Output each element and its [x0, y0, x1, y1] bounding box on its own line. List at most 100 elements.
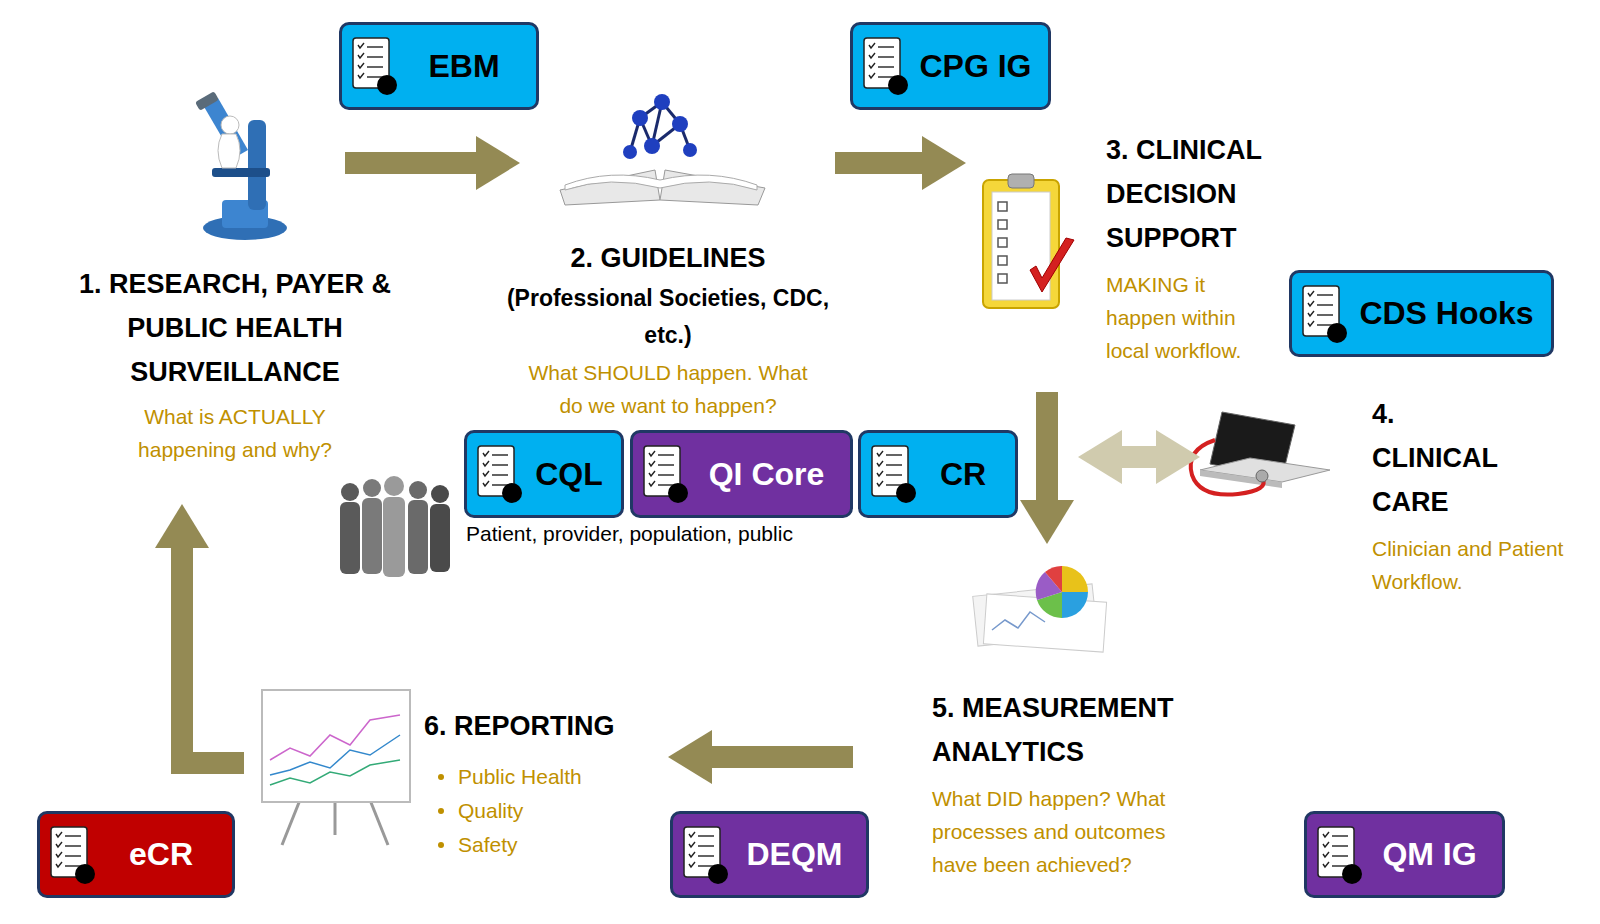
- standard-badge: CR: [858, 430, 1018, 518]
- standard-badge: CQL: [464, 430, 624, 518]
- standard-badge: eCR: [37, 811, 235, 898]
- art-rect: [1008, 174, 1034, 188]
- bullet-item: Public Health: [424, 760, 644, 794]
- standard-badge: CPG IG: [850, 22, 1051, 110]
- art-line: [492, 454, 508, 455]
- art-path: [218, 134, 240, 168]
- art-polyline: [992, 612, 1045, 630]
- art-path: [689, 852, 695, 857]
- art-path: [1062, 592, 1088, 618]
- art-path: [689, 842, 695, 847]
- flow-arrow: [1036, 392, 1058, 500]
- art-line: [1332, 855, 1348, 856]
- art-line: [367, 66, 383, 67]
- bullet-item: Safety: [424, 828, 644, 862]
- art-path: [483, 481, 489, 486]
- bullet-item: Quality: [424, 794, 644, 828]
- art-line: [658, 454, 674, 455]
- art-line: [878, 66, 894, 67]
- art-rect: [983, 180, 1059, 308]
- art-path: [1308, 291, 1314, 296]
- art-path: [1323, 862, 1329, 867]
- art-circle: [431, 485, 449, 503]
- stage-heading: 1. RESEARCH, PAYER & PUBLIC HEALTH SURVE…: [40, 262, 430, 394]
- art-g: [623, 94, 697, 159]
- art-circle: [341, 483, 359, 501]
- badge-label: CPG IG: [919, 48, 1031, 85]
- art-circle: [1256, 470, 1268, 482]
- flow-arrow: [345, 152, 476, 174]
- art-path: [1323, 832, 1329, 837]
- art-path: [877, 471, 883, 476]
- art-path: [483, 461, 489, 466]
- stage-block: 4. CLINICAL CAREClinician and Patient Wo…: [1372, 392, 1587, 598]
- art-line: [492, 464, 508, 465]
- art-circle: [363, 479, 381, 497]
- art-line: [367, 46, 383, 47]
- art-path: [1308, 311, 1314, 316]
- art-path: [358, 73, 364, 78]
- standard-badge: QM IG: [1304, 811, 1505, 898]
- art-g: [408, 481, 428, 574]
- stage-block: 1. RESEARCH, PAYER & PUBLIC HEALTH SURVE…: [40, 262, 430, 466]
- art-line: [698, 845, 714, 846]
- document-icon: [475, 443, 525, 505]
- art-circle: [708, 864, 728, 884]
- document-icon: [48, 824, 98, 886]
- chart-illustration: [973, 566, 1107, 652]
- art-circle: [683, 143, 697, 157]
- art-path: [1323, 852, 1329, 857]
- art-path: [1062, 566, 1088, 592]
- art-path: [56, 842, 62, 847]
- art-circle: [896, 483, 916, 503]
- art-path: [649, 471, 655, 476]
- art-path: [869, 63, 875, 68]
- art-line: [1332, 835, 1348, 836]
- art-line: [1332, 845, 1348, 846]
- clipboard-illustration: [983, 174, 1074, 308]
- art-rect: [248, 120, 266, 210]
- art-path: [649, 451, 655, 456]
- art-line: [65, 845, 81, 846]
- standard-badge: CDS Hooks: [1289, 270, 1554, 357]
- art-circle: [1342, 864, 1362, 884]
- art-line: [65, 835, 81, 836]
- document-icon: [681, 824, 731, 886]
- art-circle: [384, 476, 404, 496]
- stage-heading: 5. MEASUREMENT ANALYTICS: [932, 686, 1232, 774]
- stage-heading: 6. REPORTING: [424, 704, 664, 748]
- people-silhouettes: [340, 476, 450, 577]
- stage-description: Clinician and Patient Workflow.: [1372, 532, 1577, 598]
- stage-description: (Professional Societies, CDC, etc.): [488, 280, 848, 354]
- flow-arrow: [712, 746, 853, 768]
- document-icon: [869, 443, 919, 505]
- art-rect: [998, 220, 1007, 229]
- art-circle: [409, 481, 427, 499]
- art-path: [1030, 238, 1074, 292]
- art-rect: [340, 502, 360, 574]
- badge-label: DEQM: [747, 836, 843, 873]
- art-line: [367, 56, 383, 57]
- art-rect: [383, 497, 405, 577]
- art-rect: [998, 238, 1007, 247]
- art-path: [869, 53, 875, 58]
- art-line: [334, 800, 337, 835]
- art-line: [886, 474, 902, 475]
- book-illustration: [560, 94, 765, 205]
- art-path: [877, 461, 883, 466]
- stage-block: 6. REPORTING Public HealthQualitySafety: [424, 704, 664, 862]
- stage-block: 3. CLINICAL DECISION SUPPORTMAKING it ha…: [1106, 128, 1311, 367]
- document-icon: [641, 443, 691, 505]
- art-line: [658, 474, 674, 475]
- art-path: [1308, 301, 1314, 306]
- art-path: [689, 832, 695, 837]
- stage-description: What SHOULD happen. What do we want to h…: [523, 356, 813, 422]
- art-rect: [998, 202, 1007, 211]
- art-circle: [221, 116, 239, 134]
- art-rect: [195, 91, 219, 111]
- stage-block: 2. GUIDELINES(Professional Societies, CD…: [478, 236, 858, 422]
- art-path: [358, 43, 364, 48]
- art-path: [1191, 440, 1264, 495]
- art-rect: [362, 498, 382, 574]
